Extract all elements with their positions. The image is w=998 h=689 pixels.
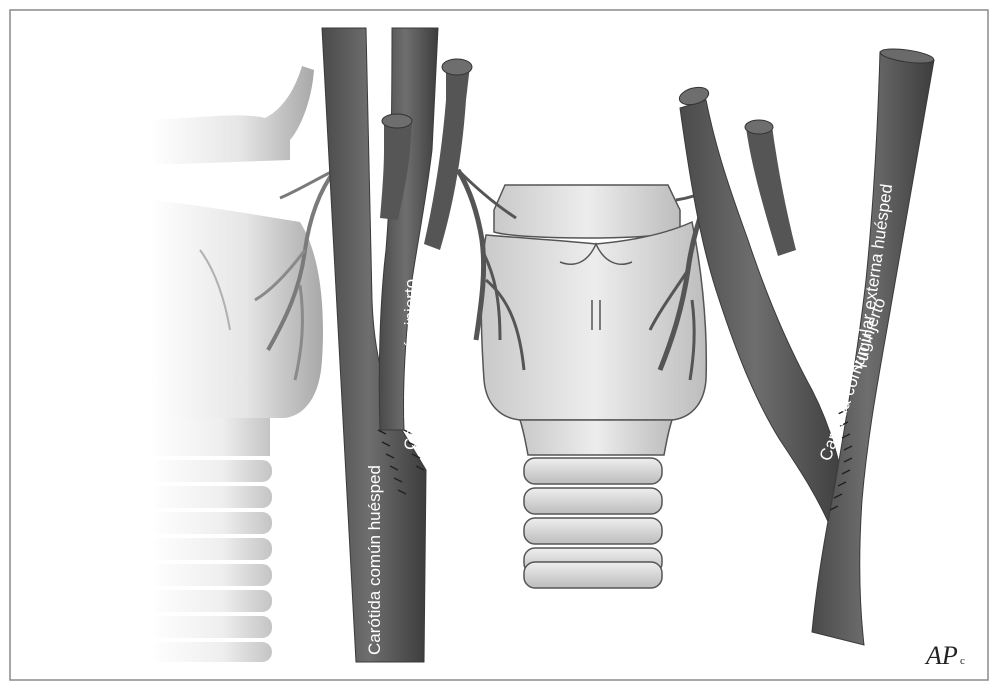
graft-trachea — [524, 458, 662, 588]
monogram-initials: AP — [924, 641, 958, 670]
label-left-graft: Carótida común injerto — [401, 279, 420, 450]
monogram-suffix: c — [960, 655, 965, 667]
label-left-host: Carótida común huésped — [365, 465, 384, 655]
left-trachea — [150, 418, 272, 662]
